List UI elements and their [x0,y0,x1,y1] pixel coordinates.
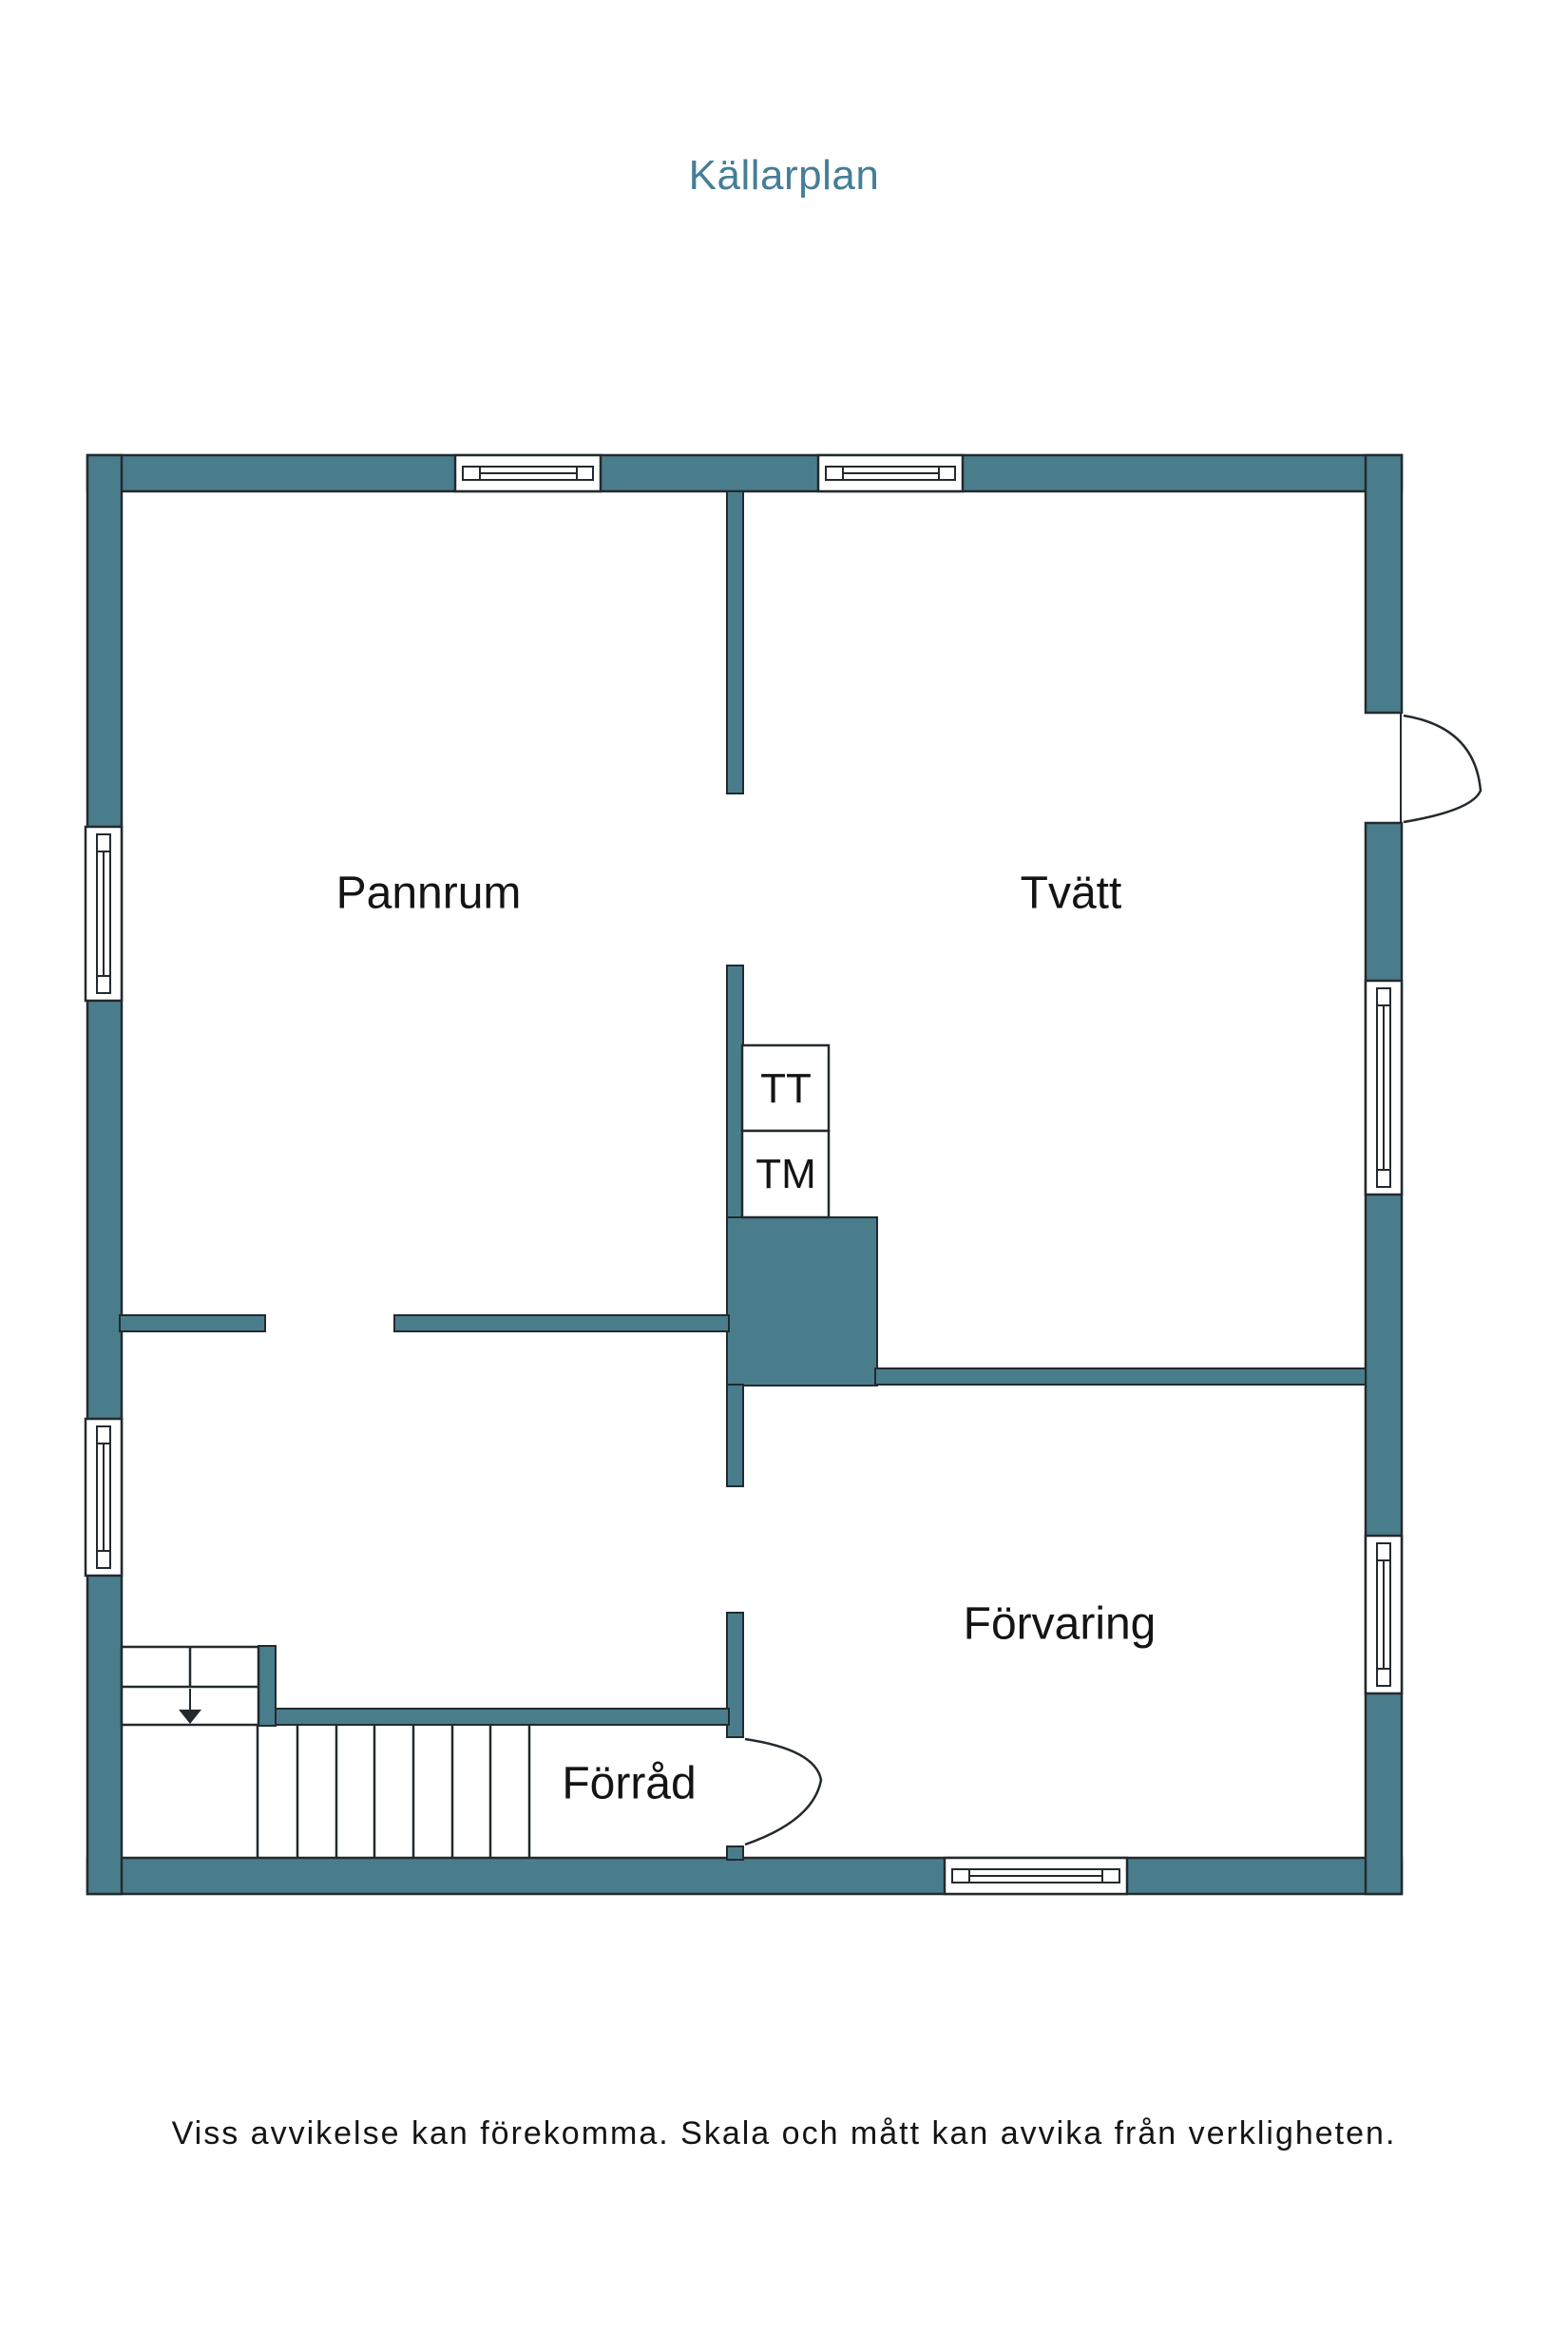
wall-utility-block [726,1216,878,1386]
wall-tvatt-forvaring [874,1367,1367,1386]
wall-door-stub-bottom [726,1845,744,1861]
window-left-lower [84,1417,124,1578]
room-label-pannrum: Pannrum [335,868,522,919]
window-top-right [816,453,965,493]
window-right-upper [1364,979,1404,1196]
door-exterior-right [1400,713,1482,824]
stairs [120,1645,531,1858]
wall-pannrum-south-right [393,1314,730,1332]
appliance-label-tt: TT [760,1065,812,1112]
wall-exterior-bottom [86,1856,1404,1896]
wall-exterior-top [86,453,1404,493]
appliance-box-tt [740,1043,831,1133]
wall-exterior-left [86,453,124,1896]
wall-forrad-north [258,1708,730,1726]
wall-pannrum-south-left [119,1314,266,1332]
room-label-tvatt: Tvätt [1020,868,1122,919]
wall-divider-middle [726,965,744,1220]
window-right-lower [1364,1534,1404,1695]
wall-divider-lower-a [726,1384,744,1487]
window-left-upper [84,825,124,1003]
appliance-label-tm: TM [755,1151,816,1197]
room-label-forrad: Förråd [562,1758,697,1809]
wall-divider-lower-b [726,1612,744,1738]
door-swing-arc-forrad [744,1737,823,1846]
stairs-down-arrow-icon [179,1710,201,1724]
door-swing-arc-exterior [1403,714,1482,824]
footer-disclaimer: Viss avvikelse kan förekomma. Skala och … [171,2115,1397,2151]
room-label-forvaring: Förvaring [963,1598,1157,1650]
window-top-left [453,453,602,493]
wall-divider-upper [726,490,744,794]
wall-exterior-right-upper [1364,453,1404,715]
wall-stair-stub [258,1645,277,1727]
window-bottom [943,1856,1129,1896]
appliance-box-tm [740,1129,831,1219]
page-title: Källarplan [688,152,880,199]
